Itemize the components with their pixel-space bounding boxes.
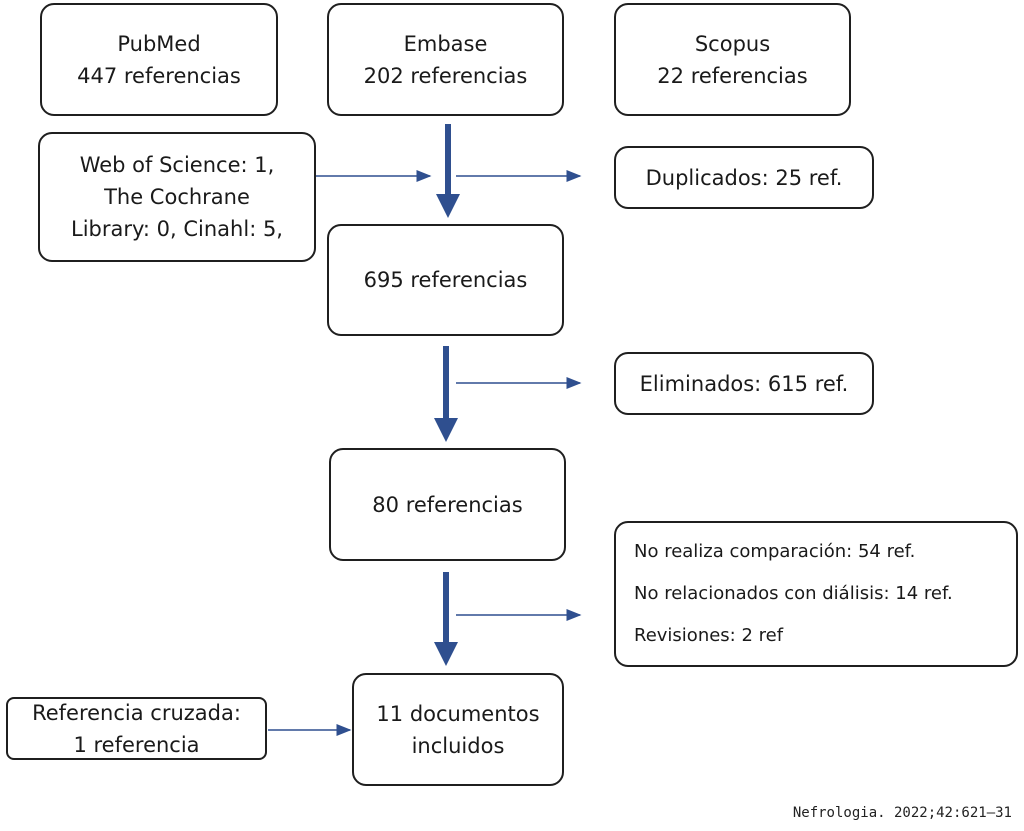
other-databases-line1: Web of Science: 1,: [79, 153, 275, 177]
scopus-name: Scopus: [694, 31, 771, 56]
duplicates-label: Duplicados: 25 ref.: [645, 165, 843, 190]
after-screen-label: 80 referencias: [372, 492, 523, 517]
included-line2: incluidos: [411, 733, 505, 758]
pubmed-name: PubMed: [117, 31, 201, 56]
cross-reference-box: Referencia cruzada: 1 referencia: [6, 697, 267, 760]
reason-item: No relacionados con diálisis: 14 ref.: [634, 583, 953, 604]
reason-item: No realiza comparación: 54 ref.: [634, 541, 916, 562]
eliminated-label: Eliminados: 615 ref.: [639, 371, 849, 396]
other-databases-line3: Library: 0, Cinahl: 5,: [71, 217, 283, 241]
scopus-count: 22 referencias: [657, 63, 808, 88]
after-dedup-box: 695 referencias: [327, 224, 564, 336]
other-databases-line2: The Cochrane: [104, 185, 250, 209]
embase-box: Embase 202 referencias: [327, 3, 564, 116]
eliminated-box: Eliminados: 615 ref.: [614, 352, 874, 415]
journal-citation: Nefrologia. 2022;42:621–31: [792, 805, 1012, 821]
duplicates-box: Duplicados: 25 ref.: [614, 146, 874, 209]
scopus-box: Scopus 22 referencias: [614, 3, 851, 116]
pubmed-count: 447 referencias: [77, 63, 241, 88]
cross-reference-line1: Referencia cruzada:: [32, 700, 241, 725]
other-databases-box: Web of Science: 1, The Cochrane Library:…: [38, 132, 316, 262]
pubmed-box: PubMed 447 referencias: [40, 3, 278, 116]
cross-reference-line2: 1 referencia: [73, 732, 200, 757]
included-box: 11 documentos incluidos: [352, 673, 564, 786]
included-line1: 11 documentos: [376, 701, 540, 726]
embase-name: Embase: [403, 31, 488, 56]
after-screen-box: 80 referencias: [329, 448, 566, 561]
exclusion-reasons-box: No realiza comparación: 54 ref. No relac…: [614, 521, 1018, 667]
after-dedup-label: 695 referencias: [363, 268, 528, 292]
reason-item: Revisiones: 2 ref: [634, 625, 784, 646]
embase-count: 202 referencias: [363, 63, 528, 88]
